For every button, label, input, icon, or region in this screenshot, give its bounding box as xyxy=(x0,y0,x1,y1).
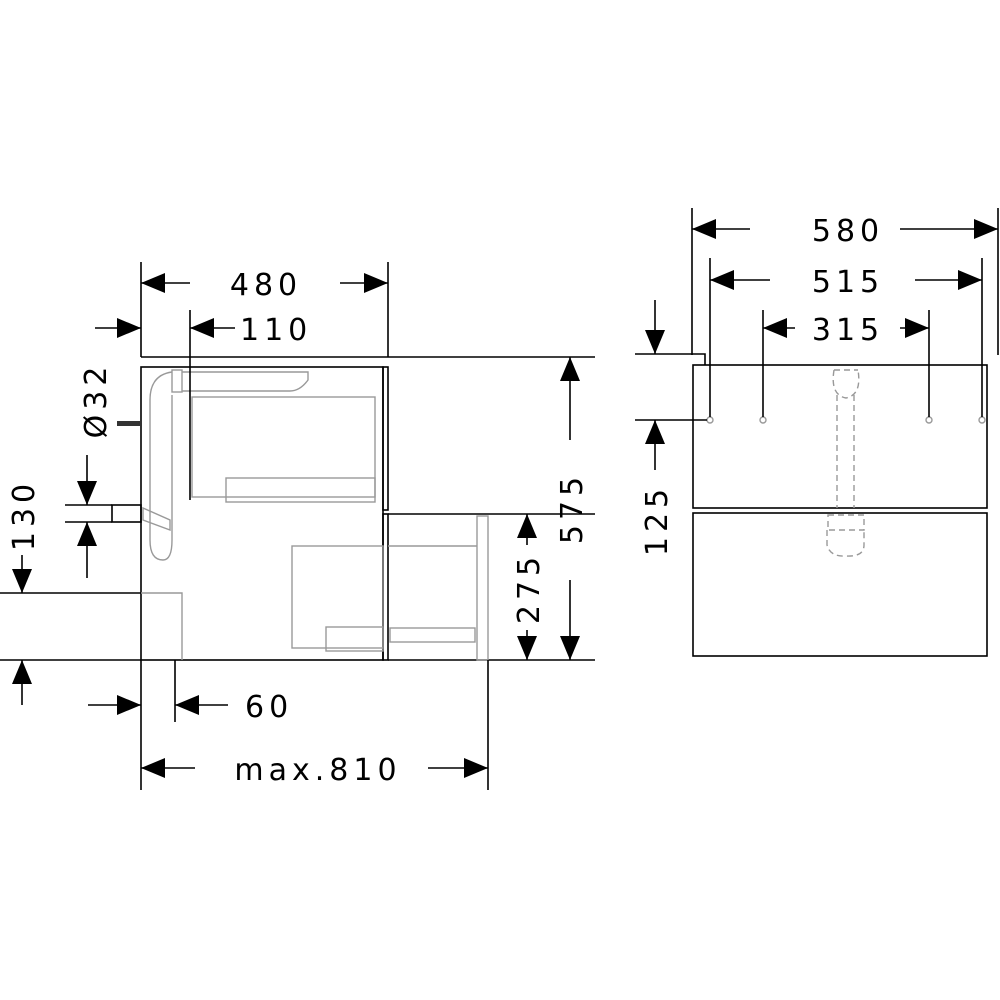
upper-drawer-box xyxy=(191,396,376,503)
upper-drawer-front xyxy=(692,364,988,509)
dimension-label: 515 xyxy=(812,265,884,300)
upper-drawer-front xyxy=(382,366,389,511)
dimension-label: 480 xyxy=(230,268,302,303)
dimension-label: 60 xyxy=(245,690,293,725)
dimension-580: 580 xyxy=(691,208,999,355)
dimension-label: 275 xyxy=(512,552,547,624)
dimension-max-810: max.810 xyxy=(141,660,489,790)
siphon-hidden xyxy=(826,369,865,557)
side-view xyxy=(0,356,595,661)
mounting-holes xyxy=(706,416,986,424)
dimension-label: max.810 xyxy=(234,753,401,788)
dimension-275: 275 xyxy=(512,514,547,660)
dimension-label: 130 xyxy=(7,479,42,551)
dimension-label: 110 xyxy=(240,313,312,348)
lower-drawer-front xyxy=(692,512,988,657)
dimension-label: 315 xyxy=(812,313,884,348)
siphon xyxy=(142,369,309,561)
dimension-130: 130 xyxy=(7,455,112,705)
pipe-connector xyxy=(117,421,141,426)
cabinet-body xyxy=(140,366,384,661)
mounting-hole xyxy=(706,416,714,424)
dimension-label: 575 xyxy=(555,472,590,544)
wall-drain-pipe xyxy=(111,504,142,523)
mounting-hole xyxy=(759,416,767,424)
dimension-515: 515 xyxy=(709,258,983,417)
pipe-diameter-label: Ø32 xyxy=(79,362,114,439)
dimension-125: 125 xyxy=(635,300,707,556)
mounting-hole xyxy=(978,416,986,424)
dimension-315: 315 xyxy=(762,310,930,417)
dimension-480: 480 xyxy=(140,262,389,357)
mounting-hole xyxy=(925,416,933,424)
dimension-110: 110 xyxy=(95,310,312,500)
dimension-label: 125 xyxy=(640,484,675,556)
extended-drawer xyxy=(388,515,489,661)
dimension-575: 575 xyxy=(555,357,590,660)
front-view xyxy=(692,364,988,657)
lower-drawer-front xyxy=(382,513,389,661)
dimension-label: 580 xyxy=(812,214,884,249)
lower-drawer-box xyxy=(291,545,384,652)
